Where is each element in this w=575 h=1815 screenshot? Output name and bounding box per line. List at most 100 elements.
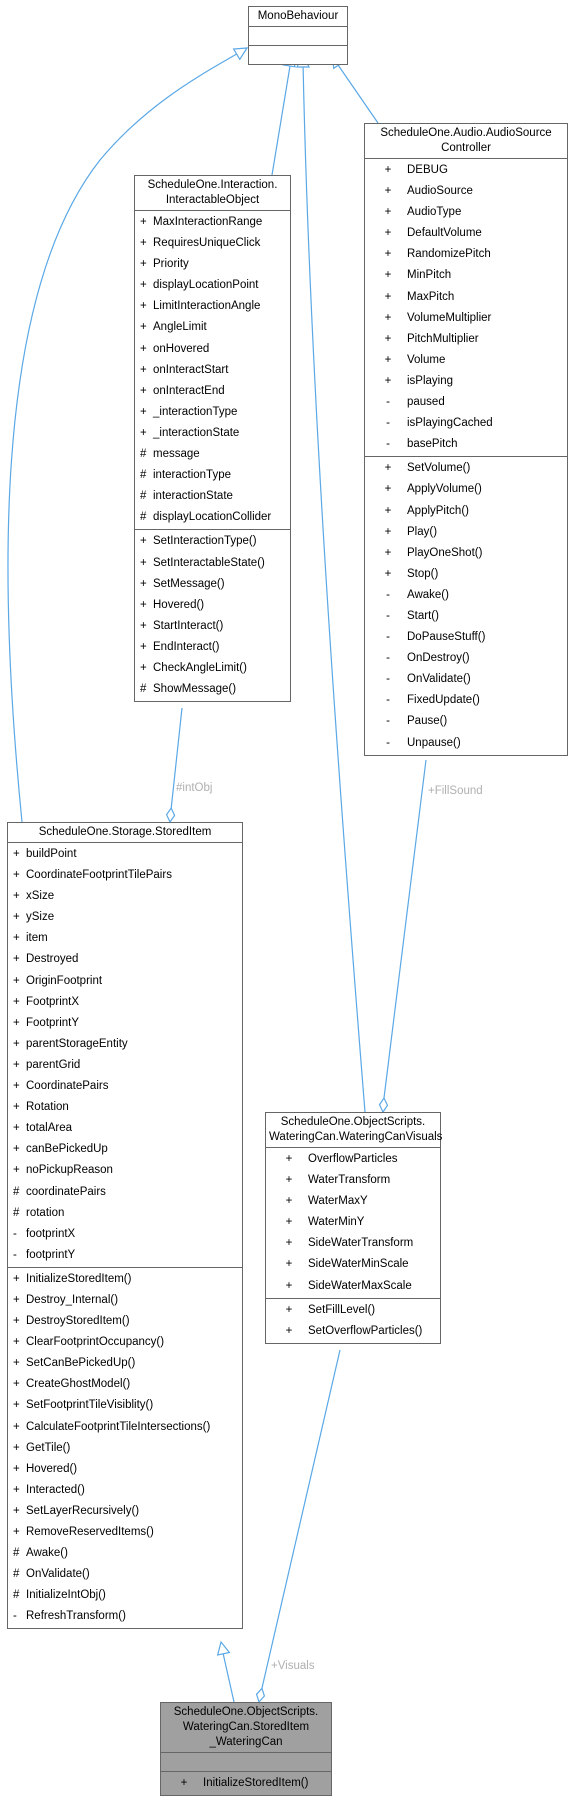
class-interactable-object[interactable]: ScheduleOne.Interaction.InteractableObje…: [134, 175, 291, 703]
attribute-row[interactable]: +SideWaterTransform: [266, 1233, 440, 1254]
attribute-row[interactable]: +AudioSource: [365, 181, 567, 202]
attribute-row[interactable]: +CoordinatePairs: [8, 1076, 242, 1097]
method-row[interactable]: +InitializeStoredItem(): [161, 1773, 331, 1794]
method-row[interactable]: +Destroy_Internal(): [8, 1290, 242, 1311]
method-row[interactable]: #OnValidate(): [8, 1564, 242, 1585]
class-monobehaviour[interactable]: MonoBehaviour: [248, 6, 348, 65]
attribute-row[interactable]: +xSize: [8, 886, 242, 907]
attribute-row[interactable]: +_interactionState: [135, 423, 290, 444]
attribute-row[interactable]: #coordinatePairs: [8, 1182, 242, 1203]
attribute-row[interactable]: -footprintY: [8, 1245, 242, 1266]
attribute-row[interactable]: +item: [8, 928, 242, 949]
method-row[interactable]: -RefreshTransform(): [8, 1606, 242, 1627]
attribute-row[interactable]: -isPlayingCached: [365, 413, 567, 434]
attribute-row[interactable]: +DEBUG: [365, 160, 567, 181]
method-row[interactable]: +SetInteractableState(): [135, 553, 290, 574]
attribute-row[interactable]: +LimitInteractionAngle: [135, 296, 290, 317]
method-row[interactable]: -OnDestroy(): [365, 648, 567, 669]
attribute-row[interactable]: +Rotation: [8, 1097, 242, 1118]
method-row[interactable]: +DestroyStoredItem(): [8, 1311, 242, 1332]
attribute-row[interactable]: +SideWaterMinScale: [266, 1254, 440, 1275]
attribute-row[interactable]: +PitchMultiplier: [365, 329, 567, 350]
method-row[interactable]: +Hovered(): [8, 1459, 242, 1480]
attribute-row[interactable]: +MinPitch: [365, 265, 567, 286]
attribute-row[interactable]: #interactionState: [135, 486, 290, 507]
class-watering-can-visuals[interactable]: ScheduleOne.ObjectScripts.WateringCan.Wa…: [265, 1112, 442, 1344]
attribute-row[interactable]: #displayLocationCollider: [135, 507, 290, 528]
attribute-row[interactable]: +Priority: [135, 254, 290, 275]
attribute-row[interactable]: +FootprintX: [8, 992, 242, 1013]
attribute-row[interactable]: +parentStorageEntity: [8, 1034, 242, 1055]
method-row[interactable]: +EndInteract(): [135, 637, 290, 658]
attribute-row[interactable]: +noPickupReason: [8, 1160, 242, 1181]
method-row[interactable]: +SetFillLevel(): [266, 1300, 440, 1321]
method-row[interactable]: +Hovered(): [135, 595, 290, 616]
attribute-row[interactable]: +canBePickedUp: [8, 1139, 242, 1160]
method-row[interactable]: +ApplyVolume(): [365, 479, 567, 500]
method-row[interactable]: +CreateGhostModel(): [8, 1374, 242, 1395]
method-row[interactable]: +Interacted(): [8, 1480, 242, 1501]
attribute-row[interactable]: +WaterTransform: [266, 1170, 440, 1191]
method-row[interactable]: +CheckAngleLimit(): [135, 658, 290, 679]
attribute-row[interactable]: +Destroyed: [8, 949, 242, 970]
method-row[interactable]: #InitializeIntObj(): [8, 1585, 242, 1606]
method-row[interactable]: -Pause(): [365, 711, 567, 732]
attribute-row[interactable]: #rotation: [8, 1203, 242, 1224]
method-row[interactable]: +SetInteractionType(): [135, 531, 290, 552]
class-stored-item[interactable]: ScheduleOne.Storage.StoredItem+buildPoin…: [7, 822, 243, 1630]
method-row[interactable]: +SetCanBePickedUp(): [8, 1353, 242, 1374]
attribute-row[interactable]: +RequiresUniqueClick: [135, 233, 290, 254]
method-row[interactable]: -FixedUpdate(): [365, 690, 567, 711]
method-row[interactable]: +SetOverflowParticles(): [266, 1321, 440, 1342]
method-row[interactable]: +GetTile(): [8, 1438, 242, 1459]
attribute-row[interactable]: +onInteractEnd: [135, 381, 290, 402]
attribute-row[interactable]: +AudioType: [365, 202, 567, 223]
attribute-row[interactable]: +isPlaying: [365, 371, 567, 392]
attribute-row[interactable]: +DefaultVolume: [365, 223, 567, 244]
attribute-row[interactable]: +SideWaterMaxScale: [266, 1276, 440, 1297]
method-row[interactable]: +SetVolume(): [365, 458, 567, 479]
attribute-row[interactable]: +ySize: [8, 907, 242, 928]
attribute-row[interactable]: +WaterMaxY: [266, 1191, 440, 1212]
attribute-row[interactable]: +Volume: [365, 350, 567, 371]
method-row[interactable]: +InitializeStoredItem(): [8, 1269, 242, 1290]
attribute-row[interactable]: +AngleLimit: [135, 317, 290, 338]
method-row[interactable]: #Awake(): [8, 1543, 242, 1564]
attribute-row[interactable]: #interactionType: [135, 465, 290, 486]
attribute-row[interactable]: +WaterMinY: [266, 1212, 440, 1233]
method-row[interactable]: +RemoveReservedItems(): [8, 1522, 242, 1543]
attribute-row[interactable]: +FootprintY: [8, 1013, 242, 1034]
method-row[interactable]: +ApplyPitch(): [365, 501, 567, 522]
method-row[interactable]: +SetMessage(): [135, 574, 290, 595]
attribute-row[interactable]: +onInteractStart: [135, 360, 290, 381]
method-row[interactable]: #ShowMessage(): [135, 679, 290, 700]
method-row[interactable]: +StartInteract(): [135, 616, 290, 637]
class-stored-item-watering-can[interactable]: ScheduleOne.ObjectScripts.WateringCan.St…: [160, 1702, 332, 1797]
attribute-row[interactable]: +OverflowParticles: [266, 1149, 440, 1170]
method-row[interactable]: +ClearFootprintOccupancy(): [8, 1332, 242, 1353]
attribute-row[interactable]: +VolumeMultiplier: [365, 308, 567, 329]
attribute-row[interactable]: +CoordinateFootprintTilePairs: [8, 865, 242, 886]
attribute-row[interactable]: -basePitch: [365, 434, 567, 455]
method-row[interactable]: -Awake(): [365, 585, 567, 606]
attribute-row[interactable]: #message: [135, 444, 290, 465]
attribute-row[interactable]: +displayLocationPoint: [135, 275, 290, 296]
attribute-row[interactable]: +parentGrid: [8, 1055, 242, 1076]
attribute-row[interactable]: -paused: [365, 392, 567, 413]
method-row[interactable]: +Stop(): [365, 564, 567, 585]
attribute-row[interactable]: +totalArea: [8, 1118, 242, 1139]
method-row[interactable]: +SetFootprintTileVisiblity(): [8, 1395, 242, 1416]
attribute-row[interactable]: +MaxInteractionRange: [135, 212, 290, 233]
method-row[interactable]: -DoPauseStuff(): [365, 627, 567, 648]
attribute-row[interactable]: +onHovered: [135, 339, 290, 360]
method-row[interactable]: -Start(): [365, 606, 567, 627]
attribute-row[interactable]: +MaxPitch: [365, 287, 567, 308]
attribute-row[interactable]: +RandomizePitch: [365, 244, 567, 265]
method-row[interactable]: +SetLayerRecursively(): [8, 1501, 242, 1522]
attribute-row[interactable]: -footprintX: [8, 1224, 242, 1245]
method-row[interactable]: +Play(): [365, 522, 567, 543]
attribute-row[interactable]: +buildPoint: [8, 844, 242, 865]
method-row[interactable]: -OnValidate(): [365, 669, 567, 690]
method-row[interactable]: -Unpause(): [365, 733, 567, 754]
